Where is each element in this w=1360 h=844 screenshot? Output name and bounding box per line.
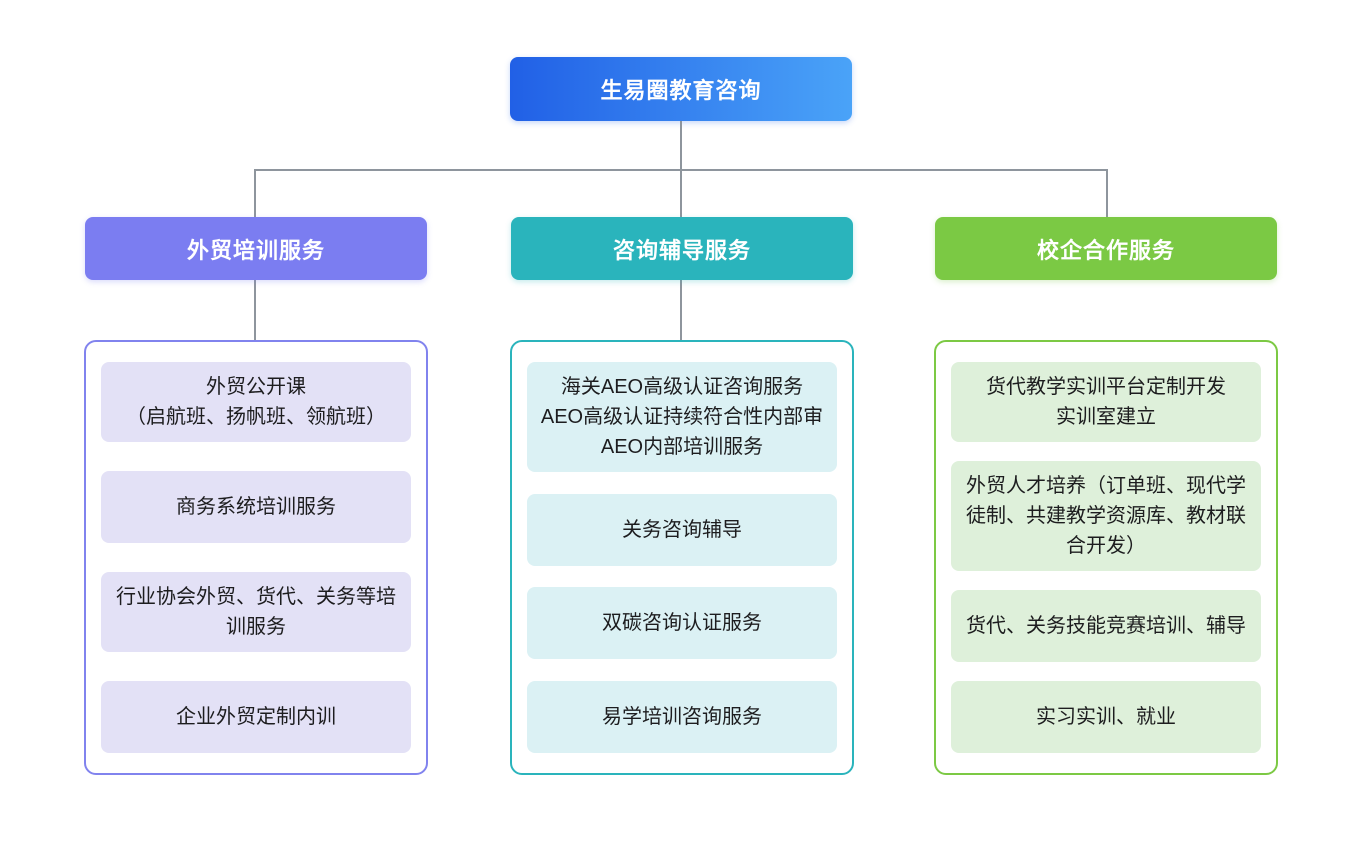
connector-branch-school-enterprise-top [1106, 169, 1108, 217]
branch-box-consulting: 海关AEO高级认证咨询服务 AEO高级认证持续符合性内部审 AEO内部培训服务 … [510, 340, 854, 775]
list-item: 行业协会外贸、货代、关务等培训服务 [101, 572, 411, 652]
list-item: 关务咨询辅导 [527, 493, 837, 566]
branch-header-consulting: 咨询辅导服务 [511, 217, 853, 280]
branch-box-trade-training: 外贸公开课 （启航班、扬帆班、领航班） 商务系统培训服务 行业协会外贸、货代、关… [84, 340, 428, 775]
list-item-label: 外贸公开课 （启航班、扬帆班、领航班） [126, 376, 386, 428]
list-item: 企业外贸定制内训 [101, 681, 411, 753]
list-item: 外贸公开课 （启航班、扬帆班、领航班） [101, 362, 411, 442]
list-item: 易学培训咨询服务 [527, 680, 837, 753]
list-item-label: 行业协会外贸、货代、关务等培训服务 [116, 586, 396, 638]
list-item-label: 关务咨询辅导 [622, 518, 742, 541]
connector-branch-trade-training-drop [254, 280, 256, 340]
list-item-label: 商务系统培训服务 [176, 496, 336, 518]
list-item: 商务系统培训服务 [101, 471, 411, 543]
connector-branch-trade-training-top [254, 169, 256, 217]
branch-header-label: 咨询辅导服务 [612, 237, 751, 263]
list-item-label: 货代、关务技能竞赛培训、辅导 [966, 615, 1246, 637]
list-item-label: 实习实训、就业 [1036, 706, 1176, 728]
branch-header-school-enterprise: 校企合作服务 [935, 217, 1277, 280]
list-item-label: 海关AEO高级认证咨询服务 AEO高级认证持续符合性内部审 AEO内部培训服务 [540, 376, 824, 458]
list-item-label: 企业外贸定制内训 [176, 706, 336, 728]
branch-header-label: 外贸培训服务 [186, 237, 325, 263]
root-node-label: 生易圈教育咨询 [600, 78, 762, 103]
list-item: 外贸人才培养（订单班、现代学徒制、共建教学资源库、教材联合开发） [951, 461, 1261, 571]
list-item: 实习实训、就业 [951, 681, 1261, 753]
branch-box-school-enterprise: 货代教学实训平台定制开发 实训室建立 外贸人才培养（订单班、现代学徒制、共建教学… [934, 340, 1278, 775]
branch-header-trade-training: 外贸培训服务 [85, 217, 427, 280]
branch-header-label: 校企合作服务 [1036, 237, 1175, 263]
list-item: 双碳咨询认证服务 [527, 587, 837, 660]
list-item-label: 货代教学实训平台定制开发 实训室建立 [986, 376, 1226, 428]
connector-root-vertical [680, 121, 682, 170]
connector-branch-consulting-drop [680, 280, 682, 340]
list-item-label: 外贸人才培养（订单班、现代学徒制、共建教学资源库、教材联合开发） [966, 475, 1246, 557]
list-item-label: 易学培训咨询服务 [602, 705, 762, 728]
root-node: 生易圈教育咨询 [510, 57, 852, 121]
list-item: 货代、关务技能竞赛培训、辅导 [951, 590, 1261, 662]
list-item: 海关AEO高级认证咨询服务 AEO高级认证持续符合性内部审 AEO内部培训服务 [527, 362, 837, 472]
connector-branch-consulting-top [680, 169, 682, 217]
list-item-label: 双碳咨询认证服务 [602, 612, 762, 635]
list-item: 货代教学实训平台定制开发 实训室建立 [951, 362, 1261, 442]
